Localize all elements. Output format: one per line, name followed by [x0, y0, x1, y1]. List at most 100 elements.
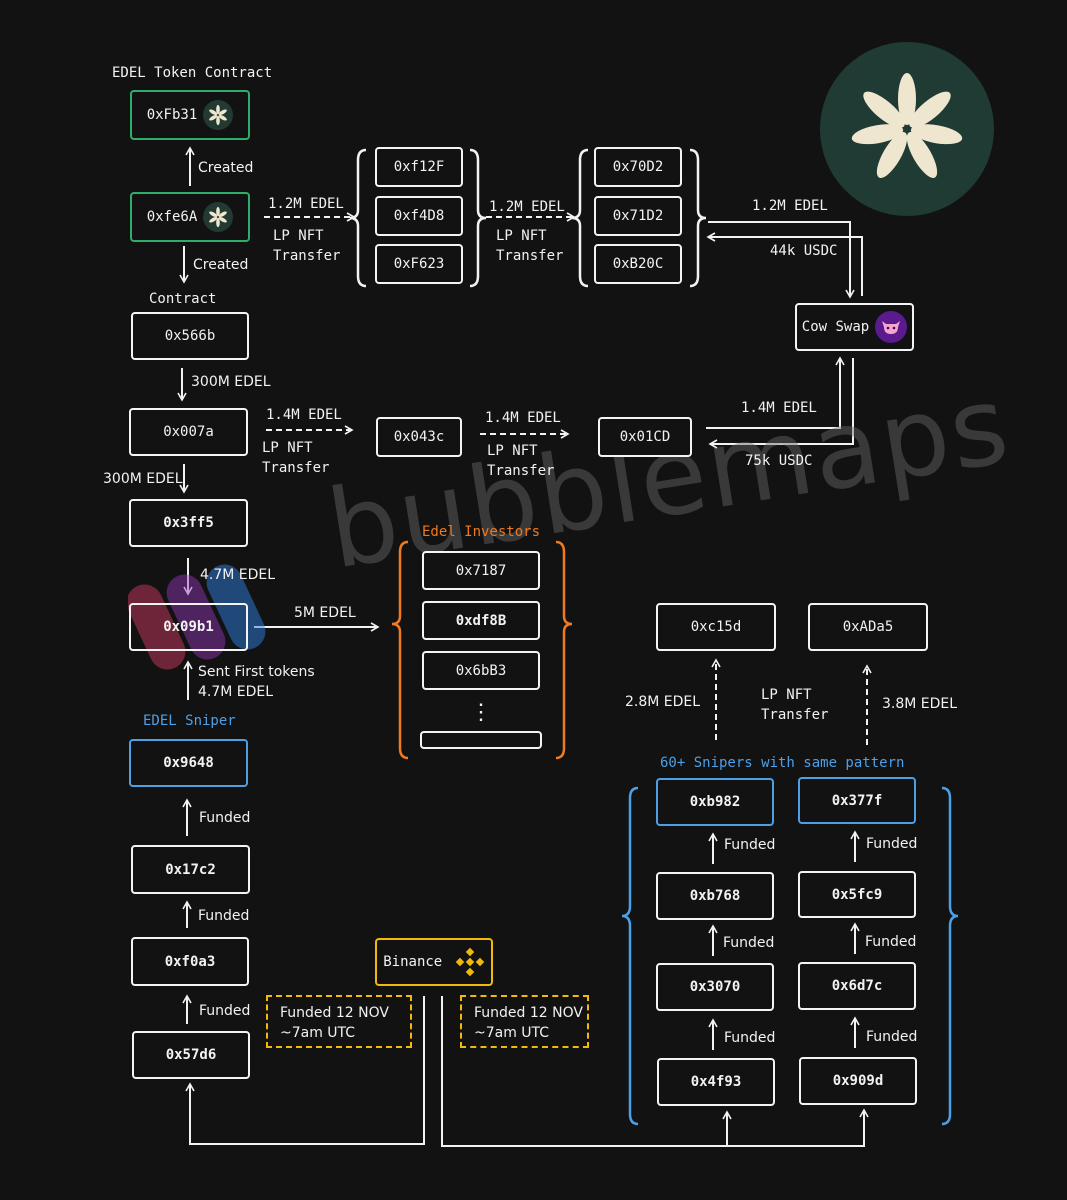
funded-label-8: Funded — [724, 1030, 776, 1046]
funded-note-a: Funded 12 NOV ~7am UTC — [266, 995, 412, 1048]
sent-first-label: Sent First tokens 4.7M EDEL — [198, 664, 315, 700]
lp-nft-transfer-label-a: LP NFT Transfer — [273, 228, 341, 264]
node-0xb768[interactable]: 0xb768 — [656, 872, 774, 920]
edel-14m-label-c: 1.4M EDEL — [741, 400, 817, 416]
flower-logo-icon — [203, 100, 234, 130]
bubblemaps-logo-icon — [128, 564, 266, 670]
node-0xc15d[interactable]: 0xc15d — [656, 603, 776, 651]
node-0x6d7c[interactable]: 0x6d7c — [798, 962, 916, 1010]
node-0x17c2[interactable]: 0x17c2 — [131, 845, 250, 894]
edel-300m-label-a: 300M EDEL — [191, 374, 271, 390]
node-0x6bb3[interactable]: 0x6bB3 — [422, 651, 540, 690]
node-0x70d2[interactable]: 0x70D2 — [594, 147, 682, 187]
lp-nft-transfer-label-c: LP NFT Transfer — [262, 440, 330, 476]
lp-nft-transfer-label-b: LP NFT Transfer — [496, 228, 564, 264]
created-label-1: Created — [198, 160, 254, 176]
binance-to-snipers — [441, 996, 869, 1147]
node-0x3ff5[interactable]: 0x3ff5 — [129, 499, 248, 547]
arrow-usdc44 — [706, 232, 863, 296]
funded-label-4: Funded — [724, 837, 776, 853]
node-0xfe6a-text: 0xfe6A — [146, 209, 198, 225]
edel-5m-label: 5M EDEL — [294, 605, 356, 621]
node-0xf12f[interactable]: 0xf12F — [375, 147, 463, 187]
brace-right-b — [689, 148, 707, 288]
brace-left-b — [571, 148, 589, 288]
arrow-usdc75 — [708, 358, 854, 449]
funded-label-9: Funded — [866, 1029, 918, 1045]
node-cow-swap[interactable]: Cow Swap — [795, 303, 914, 351]
edel-300m-label-b: 300M EDEL — [103, 471, 183, 487]
edel-sniper-label: EDEL Sniper — [143, 713, 236, 729]
edel-47m-label: 4.7M EDEL — [200, 567, 276, 583]
brace-snipers-left — [621, 786, 639, 1126]
node-0x4f93[interactable]: 0x4f93 — [657, 1058, 775, 1106]
node-0x09b1[interactable]: 0x09b1 — [129, 603, 248, 651]
cow-icon — [875, 311, 908, 343]
flower-logo-icon — [203, 202, 234, 232]
node-0x3070[interactable]: 0x3070 — [656, 963, 774, 1011]
usdc-75k-label: 75k USDC — [745, 453, 813, 469]
brace-left-a — [349, 148, 367, 288]
node-0x5fc9[interactable]: 0x5fc9 — [798, 871, 916, 918]
node-0x909d[interactable]: 0x909d — [799, 1057, 917, 1105]
edel-investors-label: Edel Investors — [422, 524, 541, 540]
node-0xada5[interactable]: 0xADa5 — [808, 603, 928, 651]
binance-to-57d6 — [185, 996, 425, 1145]
arrow-12m-to-cow — [708, 221, 855, 299]
funded-note-b: Funded 12 NOV ~7am UTC — [460, 995, 589, 1048]
edel-logo — [820, 42, 994, 216]
token-contract-label: EDEL Token Contract — [112, 65, 273, 81]
node-0xf4d8[interactable]: 0xf4D8 — [375, 196, 463, 236]
snipers-60-label: 60+ Snipers with same pattern — [660, 755, 905, 771]
node-0x71d2[interactable]: 0x71D2 — [594, 196, 682, 236]
binance-text: Binance — [383, 954, 443, 970]
usdc-44k-label: 44k USDC — [770, 243, 838, 259]
node-0x377f[interactable]: 0x377f — [798, 777, 916, 824]
node-0x043c[interactable]: 0x043c — [376, 417, 462, 457]
node-0x9648[interactable]: 0x9648 — [129, 739, 248, 787]
node-0xfe6a[interactable]: 0xfe6A — [130, 192, 250, 242]
node-0xfb31-text: 0xFb31 — [146, 107, 198, 123]
edel-12m-label-a: 1.2M EDEL — [268, 196, 344, 212]
more-dots: ⋮ — [470, 700, 492, 725]
brace-snipers-right — [941, 786, 959, 1126]
node-0xdf8b[interactable]: 0xdf8B — [422, 601, 540, 640]
funded-label-2: Funded — [198, 908, 250, 924]
funded-label-6: Funded — [723, 935, 775, 951]
edel-12m-label-b: 1.2M EDEL — [489, 199, 565, 215]
node-more-investors[interactable] — [420, 731, 542, 749]
brace-investors-left — [391, 540, 409, 760]
funded-label-1: Funded — [199, 810, 251, 826]
flower-logo-icon — [851, 73, 963, 178]
node-0x007a[interactable]: 0x007a — [129, 408, 248, 456]
arrow-14m-to-cow — [706, 356, 845, 429]
edel-14m-label-a: 1.4M EDEL — [266, 407, 342, 423]
edel-28m-label: 2.8M EDEL — [625, 694, 701, 710]
created-label-2: Created — [193, 257, 249, 273]
node-0xf623[interactable]: 0xF623 — [375, 244, 463, 284]
funded-label-7: Funded — [865, 934, 917, 950]
edel-38m-label: 3.8M EDEL — [882, 696, 958, 712]
node-0x7187[interactable]: 0x7187 — [422, 551, 540, 590]
binance-icon — [455, 947, 484, 977]
lp-nft-transfer-label-d: LP NFT Transfer — [487, 443, 555, 479]
node-0x566b[interactable]: 0x566b — [131, 312, 249, 360]
node-binance[interactable]: Binance — [375, 938, 493, 986]
edel-14m-label-b: 1.4M EDEL — [485, 410, 561, 426]
lp-nft-transfer-label-e: LP NFT Transfer — [761, 687, 829, 723]
node-0xb20c[interactable]: 0xB20C — [594, 244, 682, 284]
node-0x01cd[interactable]: 0x01CD — [598, 417, 692, 457]
brace-right-a — [469, 148, 487, 288]
funded-label-5: Funded — [866, 836, 918, 852]
brace-investors-right — [555, 540, 573, 760]
cow-swap-text: Cow Swap — [801, 319, 870, 335]
node-0x57d6[interactable]: 0x57d6 — [132, 1031, 250, 1079]
node-0xfb31[interactable]: 0xFb31 — [130, 90, 250, 140]
contract-label: Contract — [149, 291, 217, 307]
edel-12m-label-c: 1.2M EDEL — [752, 198, 828, 214]
node-0xf0a3[interactable]: 0xf0a3 — [131, 937, 249, 986]
funded-label-3: Funded — [199, 1003, 251, 1019]
node-0xb982[interactable]: 0xb982 — [656, 778, 774, 826]
